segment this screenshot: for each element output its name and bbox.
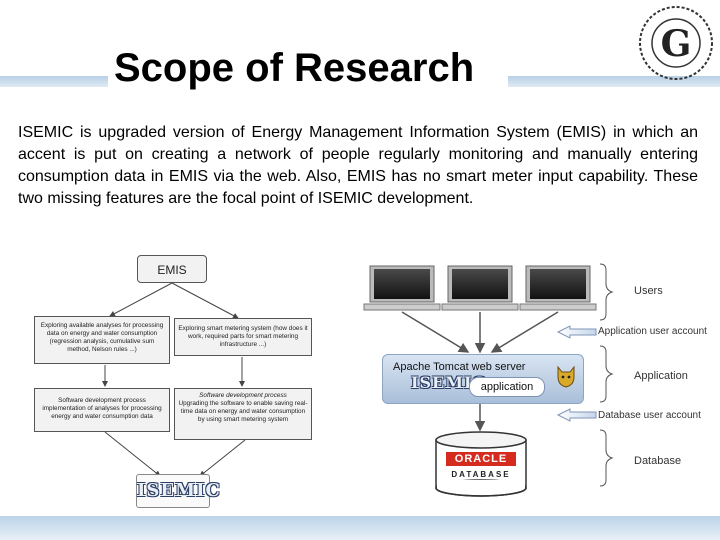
label-db-user-account: Database user account bbox=[598, 410, 701, 421]
slide-title: Scope of Research bbox=[114, 46, 475, 90]
flowchart-box-software-upgrade: Software development process Upgrading t… bbox=[174, 388, 312, 440]
flowchart-box-analyses: Exploring available analyses for process… bbox=[34, 316, 170, 364]
oracle-logo: ORACLE bbox=[446, 452, 516, 466]
app-account-arrow bbox=[556, 325, 597, 339]
tomcat-server-box: Apache Tomcat web server ISEMIC applicat… bbox=[382, 354, 584, 404]
bottom-decor-bar bbox=[0, 516, 720, 540]
body-paragraph: ISEMIC is upgraded version of Energy Man… bbox=[18, 124, 698, 207]
label-database: Database bbox=[634, 455, 682, 467]
database-wordmark: DATABASE bbox=[451, 470, 511, 479]
user-computer-1 bbox=[363, 265, 441, 311]
label-app-user-account: Application user account bbox=[598, 326, 707, 337]
svg-text:G: G bbox=[661, 23, 692, 65]
database-cylinder bbox=[435, 431, 527, 497]
application-pill: application bbox=[469, 377, 545, 397]
flowchart-box-upgrade-text: Upgrading the software to enable saving … bbox=[178, 400, 308, 423]
isemic-result-logo: ISEMIC bbox=[137, 480, 221, 501]
flowchart-result-box: ISEMIC bbox=[136, 474, 221, 508]
title-backdrop bbox=[108, 74, 508, 90]
user-computer-3 bbox=[519, 265, 597, 311]
flowchart-emis-box: EMIS bbox=[137, 255, 207, 283]
university-seal-logo: G bbox=[639, 6, 713, 80]
db-account-arrow bbox=[556, 408, 597, 422]
flowchart-box-upgrade-title: Software development process bbox=[199, 392, 287, 399]
tomcat-cat-icon bbox=[557, 365, 575, 388]
flowchart-box-software-dev: Software development process implementat… bbox=[34, 388, 170, 432]
user-computer-2 bbox=[441, 265, 519, 311]
flowchart-box-smart-metering: Exploring smart metering system (how doe… bbox=[174, 318, 312, 356]
isemic-app-logo: ISEMIC bbox=[411, 373, 487, 392]
tomcat-server-title: Apache Tomcat web server bbox=[393, 361, 526, 373]
label-application: Application bbox=[634, 370, 688, 382]
label-users: Users bbox=[634, 285, 663, 297]
